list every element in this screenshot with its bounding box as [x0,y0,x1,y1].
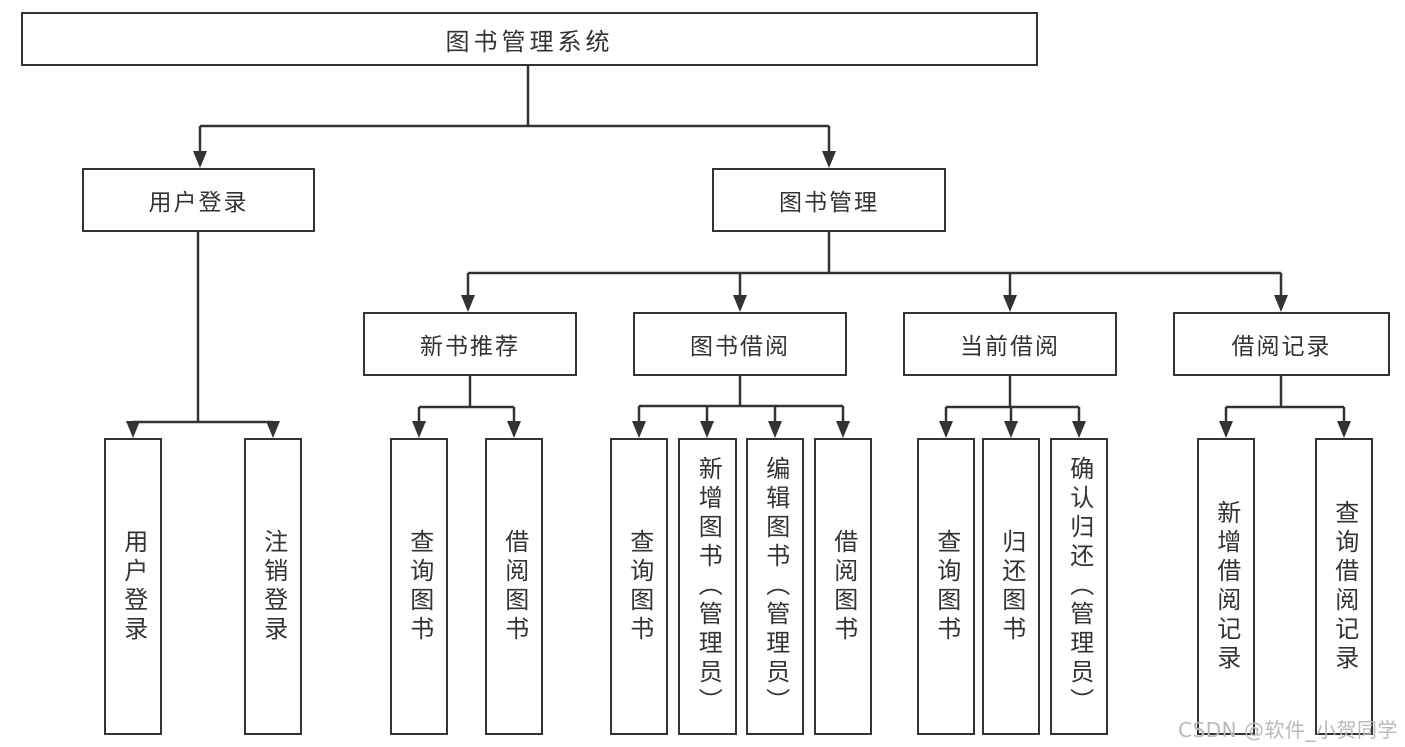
leaf-borrow-books-borrowing: 借阅图书 [814,438,872,735]
leaf-logout: 注销登录 [244,438,302,735]
node-label: 查询图书 [405,528,434,645]
node-label: 用户登录 [148,190,249,216]
node-label: 查询图书 [625,528,654,645]
node-label: 借阅图书 [829,528,858,645]
node-label: 查询图书 [932,528,961,645]
node-borrowing-records: 借阅记录 [1173,312,1390,376]
leaf-add-books-admin: 新增图书（管理员） [678,438,737,735]
node-library-management-system: 图书管理系统 [21,12,1038,66]
node-label: 注销登录 [259,528,288,645]
node-current-borrowing: 当前借阅 [903,312,1117,376]
node-label: 查询借阅记录 [1330,499,1359,674]
node-label: 确认归还（管理员） [1065,456,1094,717]
node-label: 编辑图书（管理员） [761,456,790,717]
leaf-query-books-borrowing: 查询图书 [610,438,668,735]
leaf-return-books: 归还图书 [982,438,1040,735]
node-label: 新增图书（管理员） [694,456,723,717]
leaf-query-borrow-record: 查询借阅记录 [1315,438,1373,735]
node-label: 图书借阅 [690,334,790,360]
node-label: 当前借阅 [960,334,1060,360]
node-label: 图书管理 [779,190,879,216]
node-new-book-recommendation: 新书推荐 [363,312,577,376]
node-user-login: 用户登录 [82,168,315,232]
leaf-query-books-current: 查询图书 [917,438,975,735]
leaf-borrow-books-recommend: 借阅图书 [485,438,543,735]
leaf-edit-books-admin: 编辑图书（管理员） [746,438,804,735]
leaf-add-borrow-record: 新增借阅记录 [1197,438,1255,735]
node-label: 用户登录 [119,528,148,645]
node-label: 归还图书 [997,528,1026,645]
node-label: 新增借阅记录 [1212,499,1241,674]
node-label: 借阅图书 [500,528,529,645]
node-book-management: 图书管理 [712,168,946,232]
node-book-borrowing: 图书借阅 [633,312,847,376]
node-label: 新书推荐 [420,334,520,360]
leaf-confirm-return-admin: 确认归还（管理员） [1050,438,1108,735]
node-label: 图书管理系统 [445,27,614,56]
leaf-user-login: 用户登录 [104,438,162,735]
leaf-query-books-recommend: 查询图书 [390,438,448,735]
node-label: 借阅记录 [1231,334,1332,360]
